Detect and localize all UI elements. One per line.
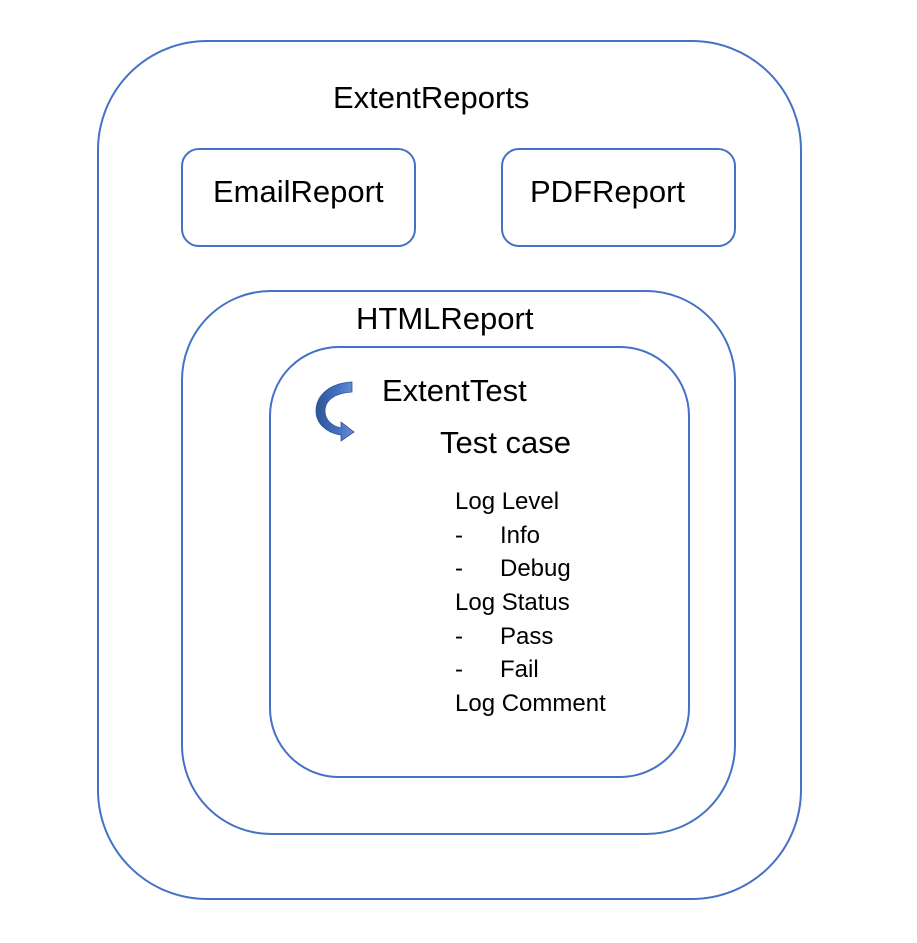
bullet-dash: - (455, 622, 463, 650)
log-sub-item: - Debug (455, 552, 606, 586)
bullet-dash: - (455, 521, 463, 549)
log-sub-item: - Info (455, 519, 606, 553)
curved-arrow-icon (315, 381, 355, 442)
log-item-text: Log Level (455, 488, 560, 515)
log-heading: Log Comment (455, 687, 606, 721)
log-sub-item: - Pass (455, 620, 606, 654)
log-item-text: Log Status (455, 589, 570, 617)
log-heading: Log Level (455, 485, 606, 519)
extent-reports-container (97, 40, 802, 900)
extent-test-title: ExtentTest (382, 373, 527, 408)
pdf-report-label: PDFReport (530, 174, 686, 209)
log-item-text: Fail (500, 656, 539, 684)
log-heading: Log Status (455, 586, 606, 620)
bullet-dash: - (455, 555, 463, 583)
test-case-label: Test case (440, 425, 571, 460)
email-report-label: EmailReport (213, 174, 384, 209)
extent-reports-title: ExtentReports (333, 80, 530, 115)
log-item-text: Log Comment (455, 690, 606, 718)
email-report-box (181, 148, 416, 247)
html-report-container (181, 290, 736, 835)
log-sub-item: - Fail (455, 653, 606, 687)
html-report-title: HTMLReport (356, 301, 534, 336)
log-item-text: Pass (500, 622, 554, 650)
log-item-text: Debug (500, 555, 571, 583)
extent-test-container (269, 346, 690, 778)
pdf-report-box (501, 148, 736, 247)
log-item-text: Info (500, 521, 541, 549)
bullet-dash: - (455, 656, 463, 684)
